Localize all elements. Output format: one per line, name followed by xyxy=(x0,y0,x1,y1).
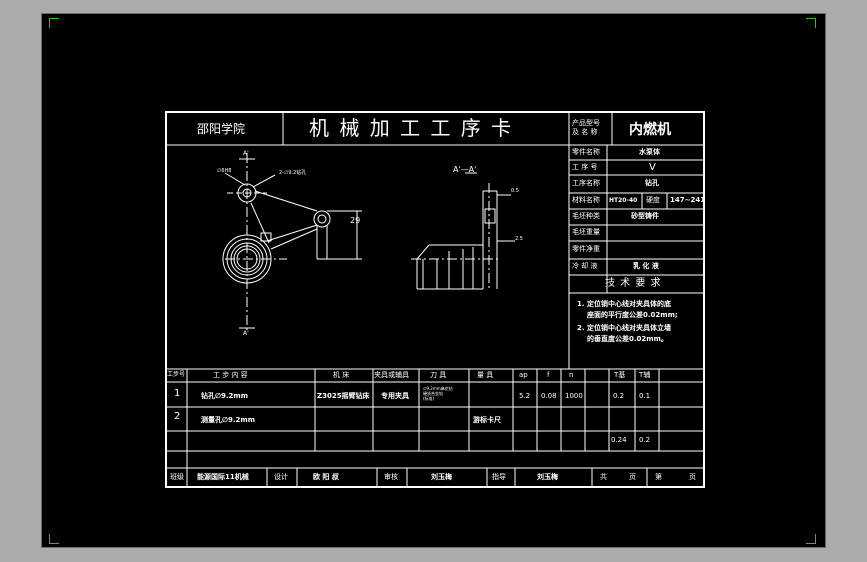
card-title: 机 械 加 工 工 序 卡 xyxy=(309,116,514,140)
design-label: 设计 xyxy=(274,473,288,481)
col-header-ap: ap xyxy=(519,371,528,379)
bore-note: ∅6H8 xyxy=(217,168,232,174)
hole-note: 2-∅9.2钻孔 xyxy=(279,170,307,176)
table-cell: Z3025摇臂钻床 xyxy=(317,392,370,400)
viewport-corner-mark xyxy=(806,534,816,544)
guide-label: 指导 xyxy=(492,473,506,481)
table-cell: 0.2 xyxy=(613,392,625,400)
dimension-label: 0.5 xyxy=(511,188,519,194)
dimension-label: 29 xyxy=(350,216,361,225)
col-header-f: f xyxy=(547,371,550,379)
col-header-tool: 刀 具 xyxy=(430,371,447,379)
dimension-label: 2.5 xyxy=(515,236,523,242)
table-cell: 1 xyxy=(174,388,181,399)
viewport-corner-mark xyxy=(806,18,816,28)
section-mark-bottom: A' xyxy=(243,330,249,337)
sheet-pages-label: 页 xyxy=(689,473,696,481)
process-name-label: 工序名称 xyxy=(572,179,600,187)
col-header-content: 工 步 内 容 xyxy=(213,371,248,379)
sheet-label: 第 xyxy=(655,473,662,481)
section-label: A'—A' xyxy=(453,165,477,174)
table-cell: 5.2 xyxy=(519,392,531,400)
drawing-viewport[interactable] xyxy=(41,13,826,548)
material-label: 材料名称 xyxy=(572,196,600,204)
school-name: 邵阳学院 xyxy=(197,122,246,136)
col-header-tj: T基 xyxy=(614,371,626,379)
tech-req-line: 的垂直度公差0.02mm。 xyxy=(587,335,668,343)
part-name-label: 零件名称 xyxy=(572,148,600,156)
product-model-label: 产品型号 及 名 称 xyxy=(572,119,600,137)
process-no-label: 工 序 号 xyxy=(572,163,598,171)
blank-type-label: 毛坯种类 xyxy=(572,212,600,220)
col-header-n: n xyxy=(569,371,574,379)
reviewer: 刘玉梅 xyxy=(431,473,452,481)
coolant-label: 冷 却 液 xyxy=(572,262,598,270)
col-header-tf: T辅 xyxy=(639,371,651,379)
table-cell: 1000 xyxy=(565,392,583,400)
hardness: 147~241 xyxy=(670,196,706,204)
table-cell: 测量孔∅9.2mm xyxy=(201,416,255,424)
table-cell: 0.1 xyxy=(639,392,651,400)
sheet-lines xyxy=(167,113,705,486)
coolant: 乳 化 液 xyxy=(633,262,659,270)
pages-label: 页 xyxy=(629,473,636,481)
table-cell: 专用夹具 xyxy=(381,392,409,400)
viewport-corner-mark xyxy=(49,534,59,544)
designer: 欧 阳 叔 xyxy=(313,473,339,481)
process-name: 钻孔 xyxy=(645,179,659,187)
blank-type: 砂型铸件 xyxy=(631,212,659,220)
col-header-machine: 机 床 xyxy=(333,371,350,379)
section-mark-top: A' xyxy=(243,150,249,157)
table-cell: 钻孔∅9.2mm xyxy=(201,392,248,400)
viewport-corner-mark xyxy=(49,18,59,28)
part-section-view xyxy=(411,172,515,290)
part-weight-label: 零件净重 xyxy=(572,245,600,253)
table-cell: ∅9.2mm麻花钻 硬质合金钻 (标准) xyxy=(423,386,453,402)
process-no: V xyxy=(649,162,656,173)
material: HT20-40 xyxy=(609,197,638,204)
col-header-gauge: 量 具 xyxy=(477,371,494,379)
class-value: 能源国际11机械 xyxy=(197,473,249,481)
tech-req-line: 座面的平行度公差0.02mm; xyxy=(587,311,678,319)
total-tf: 0.2 xyxy=(639,436,651,444)
total-pages-label: 共 xyxy=(600,473,607,481)
total-tj: 0.24 xyxy=(611,436,627,444)
class-label: 班级 xyxy=(170,473,184,481)
guide: 刘玉梅 xyxy=(537,473,558,481)
col-header-fixture: 夹具或辅具 xyxy=(374,371,409,379)
part-name: 水泵体 xyxy=(639,148,660,156)
table-cell: 0.08 xyxy=(541,392,557,400)
table-cell: 游标卡尺 xyxy=(473,416,501,424)
part-plan-view xyxy=(222,153,362,333)
blank-weight-label: 毛坯重量 xyxy=(572,228,600,236)
tech-req-line: 1. 定位销中心线对夹具体的底 xyxy=(577,300,671,308)
review-label: 审核 xyxy=(384,473,398,481)
product-name: 内燃机 xyxy=(629,122,671,138)
table-cell: 2 xyxy=(174,411,181,422)
tech-req-line: 2. 定位销中心线对夹具体立墙 xyxy=(577,324,671,332)
col-header-step-no: 工步号 xyxy=(167,371,186,378)
hardness-label: 硬度 xyxy=(646,196,660,204)
tech-req-title: 技 术 要 求 xyxy=(605,278,662,289)
process-card-sheet: 邵阳学院 机 械 加 工 工 序 卡 产品型号 及 名 称 内燃机 零件名称 水… xyxy=(165,111,705,488)
